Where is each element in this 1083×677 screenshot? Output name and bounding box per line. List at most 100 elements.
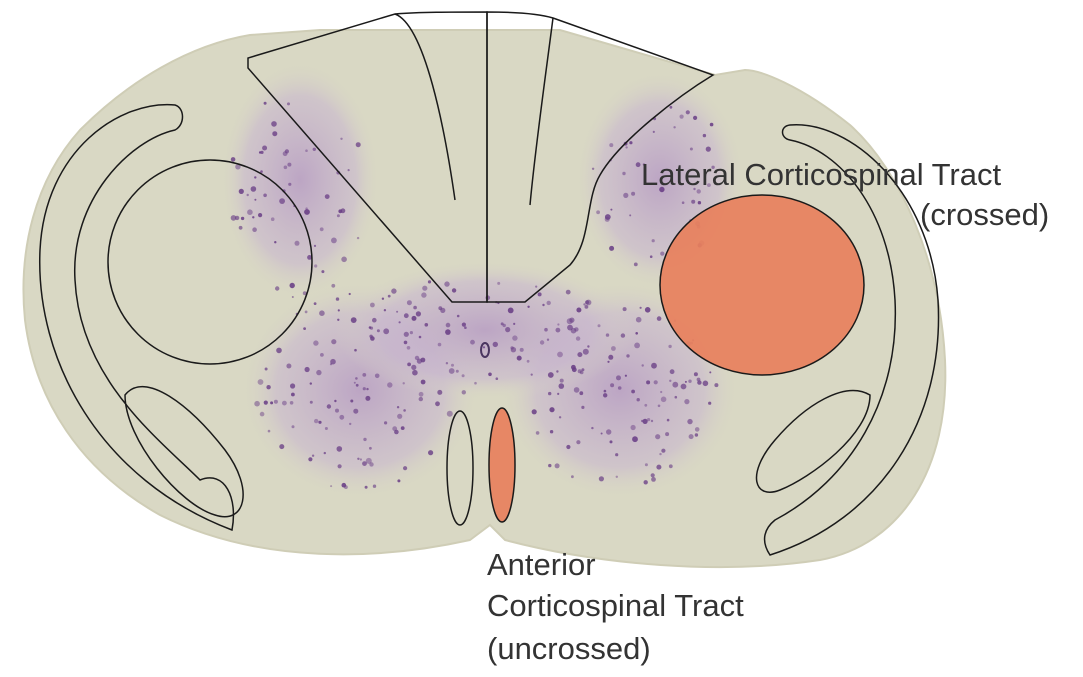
- neuron-dot: [252, 216, 254, 218]
- neuron-dot: [549, 407, 554, 412]
- neuron-dot: [335, 409, 339, 413]
- neuron-dot: [272, 131, 277, 136]
- neuron-dot: [266, 385, 270, 389]
- neuron-dot: [532, 409, 537, 414]
- neuron-dot: [544, 328, 548, 332]
- neuron-dot: [626, 354, 629, 357]
- neuron-dot: [632, 436, 638, 442]
- neuron-dot: [286, 364, 291, 369]
- neuron-dot: [375, 374, 380, 379]
- neuron-dot: [512, 335, 517, 340]
- neuron-dot: [659, 453, 661, 455]
- neuron-dot: [653, 131, 655, 133]
- neuron-dot: [259, 151, 261, 153]
- neuron-dot: [609, 246, 614, 251]
- neuron-dot: [695, 427, 700, 432]
- neuron-dot: [397, 406, 399, 408]
- neuron-dot: [599, 476, 604, 481]
- neuron-dot: [338, 464, 342, 468]
- neuron-dot: [462, 323, 466, 327]
- neuron-dot: [540, 340, 544, 344]
- neuron-dot: [531, 374, 533, 376]
- neuron-dot: [413, 306, 417, 310]
- neuron-dot: [625, 146, 627, 148]
- neuron-dot: [275, 286, 279, 290]
- neuron-dot: [336, 297, 339, 300]
- neuron-dot: [644, 404, 647, 407]
- neuron-dot: [511, 347, 516, 352]
- neuron-dot: [513, 323, 515, 325]
- neuron-dot: [496, 377, 499, 380]
- neuron-dot: [642, 364, 644, 366]
- neuron-dot: [652, 239, 655, 242]
- neuron-dot: [483, 346, 485, 348]
- neuron-dot: [610, 440, 613, 443]
- neuron-dot: [274, 241, 276, 243]
- neuron-dot: [486, 295, 491, 300]
- neuron-dot: [416, 311, 421, 316]
- neuron-dot: [338, 309, 340, 311]
- neuron-dot: [631, 390, 635, 394]
- neuron-dot: [231, 157, 236, 162]
- neuron-dot: [318, 421, 321, 424]
- neuron-dot: [370, 303, 375, 308]
- neuron-dot: [292, 296, 294, 298]
- neuron-dot: [547, 339, 549, 341]
- neuron-dot: [440, 308, 445, 313]
- neuron-dot: [607, 361, 609, 363]
- neuron-dot: [284, 166, 288, 170]
- neuron-dot: [670, 106, 673, 109]
- neuron-dot: [550, 430, 553, 433]
- neuron-dot: [354, 382, 356, 384]
- neuron-dot: [592, 168, 594, 170]
- neuron-dot: [411, 365, 416, 370]
- neuron-dot: [320, 353, 324, 357]
- neuron-dot: [331, 339, 336, 344]
- neuron-dot: [254, 199, 256, 201]
- neuron-dot: [688, 380, 691, 383]
- neuron-dot: [706, 147, 711, 152]
- neuron-dot: [382, 298, 384, 300]
- neuron-dot: [667, 419, 670, 422]
- neuron-dot: [569, 318, 574, 323]
- neuron-dot: [636, 317, 642, 323]
- neuron-dot: [695, 433, 698, 436]
- neuron-dot: [641, 420, 643, 422]
- neuron-dot: [291, 393, 295, 397]
- neuron-dot: [348, 169, 350, 171]
- neuron-dot: [682, 201, 685, 204]
- neuron-dot: [571, 365, 576, 370]
- neuron-dot: [287, 163, 291, 167]
- neuron-dot: [305, 367, 310, 372]
- neuron-dot: [501, 322, 504, 325]
- neuron-dot: [264, 401, 268, 405]
- neuron-dot: [421, 380, 426, 385]
- neuron-dot: [536, 431, 540, 435]
- neuron-dot: [314, 245, 316, 247]
- neuron-dot: [651, 420, 653, 422]
- neuron-dot: [673, 126, 675, 128]
- neuron-dot: [574, 327, 578, 331]
- neuron-dot: [314, 419, 318, 423]
- neuron-dot: [576, 308, 581, 313]
- neuron-dot: [690, 148, 693, 151]
- neuron-dot: [313, 148, 316, 151]
- neuron-dot: [369, 447, 372, 450]
- neuron-dot: [555, 463, 560, 468]
- neuron-dot: [444, 281, 449, 286]
- neuron-dot: [703, 134, 706, 137]
- neuron-dot: [428, 450, 433, 455]
- neuron-dot: [451, 364, 454, 367]
- neuron-dot: [645, 307, 651, 313]
- neuron-dot: [640, 307, 642, 309]
- neuron-dot: [338, 209, 342, 213]
- neuron-dot: [623, 193, 628, 198]
- neuron-dot: [631, 192, 635, 196]
- neuron-dot: [349, 423, 351, 425]
- neuron-dot: [274, 400, 278, 404]
- neuron-dot: [621, 333, 625, 337]
- neuron-dot: [264, 102, 267, 105]
- neuron-dot: [645, 463, 648, 466]
- neuron-dot: [488, 373, 492, 377]
- neuron-dot: [239, 189, 244, 194]
